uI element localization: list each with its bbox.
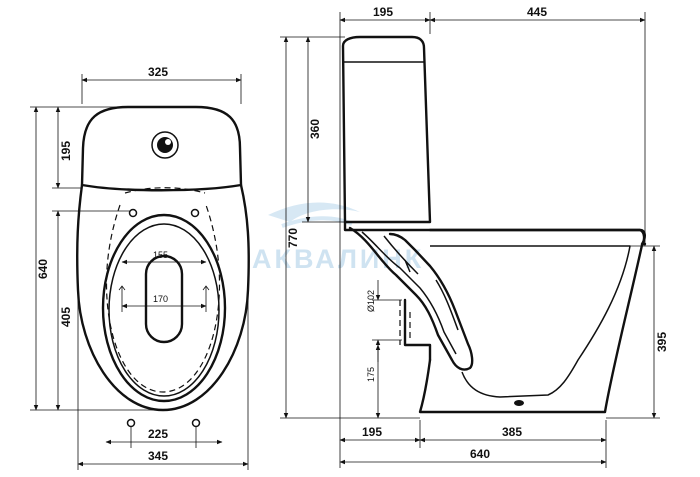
flush-button-icon	[157, 137, 173, 153]
dim-total-length: 640	[36, 259, 50, 279]
watermark-text: АКВАЛИНК	[252, 244, 424, 274]
side-view-tank	[341, 35, 432, 224]
side-view: 195 445 360 770 Ø102 175 395 195 385 640	[280, 5, 669, 468]
side-view-bowl-inner	[430, 245, 631, 398]
drain-opening	[144, 254, 184, 344]
top-view-bowl	[76, 183, 250, 412]
side-view-outlet	[383, 235, 459, 331]
side-view-trapway-inner	[361, 231, 457, 355]
dim-tank-height: 360	[308, 119, 322, 139]
dim-base-length: 385	[502, 425, 522, 439]
dim-outlet-diameter: Ø102	[366, 290, 376, 312]
dim-total-height: 770	[286, 228, 300, 248]
dim-fixing-holes: 225	[148, 427, 168, 441]
dim-base-offset: 195	[362, 425, 382, 439]
watermark-wave-icon	[268, 202, 360, 222]
hinge-right-icon	[190, 208, 200, 218]
flush-button-outer	[151, 131, 179, 159]
dim-bowl-width: 345	[148, 449, 168, 463]
dim-bowl-length: 405	[59, 307, 73, 327]
top-view: 155 170 325 195 640 405 225 345	[30, 65, 250, 470]
side-view-trapway	[348, 226, 474, 371]
side-view-foot	[403, 298, 432, 362]
floor-screw-right-icon	[191, 418, 201, 428]
hinge-left-icon	[128, 208, 138, 218]
dim-outlet-height: 175	[366, 367, 376, 382]
dim-seat-height: 395	[655, 332, 669, 352]
dim-tank-offset: 195	[373, 5, 393, 19]
side-view-drain-icon	[514, 400, 524, 406]
watermark: АКВАЛИНК	[252, 202, 424, 274]
dim-total-depth: 640	[470, 447, 490, 461]
flush-button-highlight	[165, 139, 171, 145]
dim-inner-155: 155	[153, 250, 168, 260]
dim-tank-depth: 195	[59, 141, 73, 161]
bowl-rim-inner	[108, 223, 220, 397]
bowl-rim-outer	[101, 213, 227, 403]
side-view-bowl	[418, 228, 646, 414]
top-view-tank	[80, 105, 243, 192]
dim-bowl-reach: 445	[527, 5, 547, 19]
floor-screw-left-icon	[126, 418, 136, 428]
dim-inner-170: 170	[153, 294, 168, 304]
top-view-tank-dashed	[124, 187, 206, 194]
dim-tank-width: 325	[148, 65, 168, 79]
